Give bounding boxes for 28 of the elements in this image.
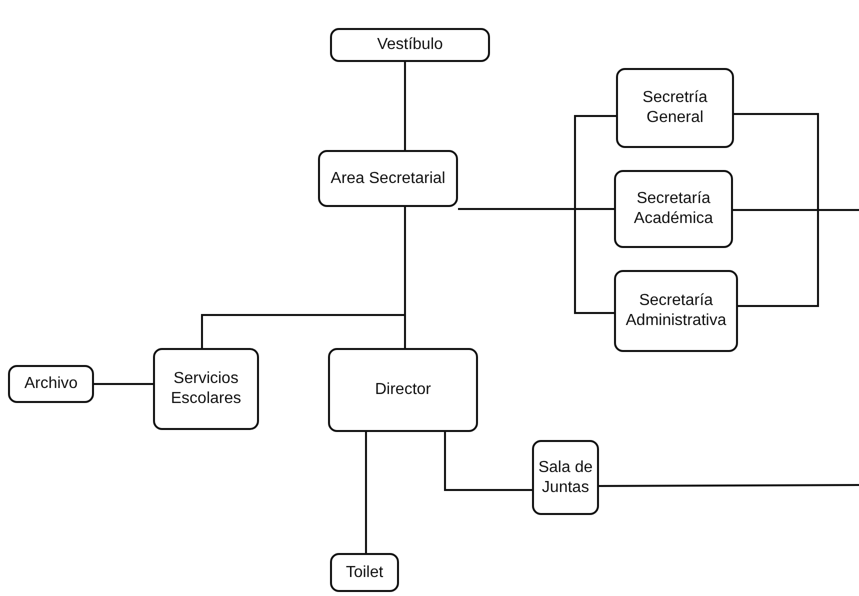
room-box	[532, 440, 599, 515]
room-box	[614, 270, 738, 352]
room-box	[8, 365, 94, 403]
room-label: Secretaría Administrativa	[624, 291, 728, 331]
room-label: Secretría General	[642, 88, 708, 128]
connector-line	[599, 484, 859, 487]
connector-line	[458, 208, 614, 314]
room-box	[328, 348, 478, 432]
room-box	[153, 348, 259, 430]
connector-line	[94, 383, 153, 385]
room-label: Secretaría Académica	[632, 189, 714, 229]
connector-line	[444, 432, 532, 491]
room-label: Director	[374, 380, 431, 400]
room-box	[318, 150, 458, 207]
connector-line	[738, 209, 859, 307]
room-label: Vestíbulo	[377, 35, 443, 55]
room-box	[330, 28, 490, 62]
room-label: Servicios Escolares	[170, 369, 242, 409]
room-label: Toilet	[346, 562, 384, 582]
room-label: Area Secretarial	[330, 168, 446, 188]
room-box	[614, 170, 733, 248]
room-box	[616, 68, 734, 148]
connector-line	[404, 62, 406, 150]
connector-line	[365, 432, 367, 553]
room-label: Archivo	[24, 374, 78, 394]
connector-line	[404, 207, 406, 348]
room-box	[330, 553, 399, 592]
room-label: Sala de Juntas	[538, 458, 593, 498]
